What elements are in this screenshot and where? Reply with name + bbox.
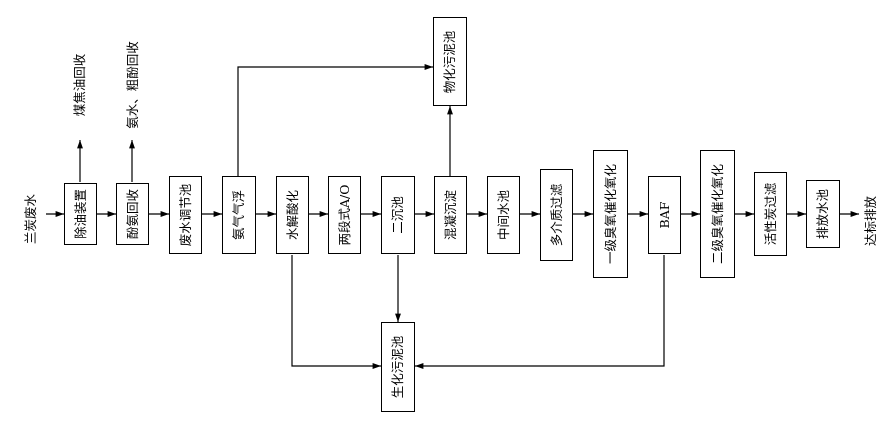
node-hydrolysis-acidification: 水解酸化 (276, 176, 309, 254)
node-two-stage-ao: 两段式A/O (328, 176, 361, 254)
node-label: 混凝沉淀 (442, 189, 458, 241)
node-label: 氨气气浮 (230, 189, 246, 241)
coal-tar-recovery-label: 煤焦油回收 (71, 53, 87, 117)
node-oil-removal: 除油装置 (64, 183, 97, 245)
node-label: 活性炭过滤 (762, 182, 778, 246)
input-label: 兰炭废水 (22, 193, 38, 245)
node-label: 多介质过滤 (548, 183, 564, 247)
arrow-hydrolysis-to-bio-sludge (291, 255, 381, 369)
node-multimedia-filter: 多介质过滤 (540, 169, 573, 261)
node-ammonia-air-flotation: 氨气气浮 (222, 176, 256, 254)
node-activated-carbon-filter: 活性炭过滤 (754, 172, 787, 256)
node-secondary-ozone-oxidation: 二级臭氧催化氧化 (700, 150, 735, 278)
node-biochemical-sludge-tank: 生化污泥池 (381, 322, 415, 412)
node-equalization-tank: 废水调节池 (169, 176, 202, 254)
node-physicochemical-sludge-tank: 物化污泥池 (433, 17, 467, 106)
node-phenol-ammonia-recovery: 酚氨回收 (116, 183, 149, 245)
node-primary-ozone-oxidation: 一级臭氧催化氧化 (593, 150, 628, 278)
node-label: 除油装置 (72, 188, 88, 240)
node-intermediate-tank: 中间水池 (487, 176, 520, 254)
node-label: 生化污泥池 (389, 335, 405, 399)
node-label: 水解酸化 (284, 189, 300, 241)
output-label: 达标排放 (862, 195, 878, 247)
node-secondary-clarifier: 二沉池 (381, 176, 415, 254)
node-label: 物化污泥池 (441, 30, 457, 93)
node-label: 二沉池 (389, 196, 405, 234)
node-label: 酚氨回收 (124, 188, 140, 240)
node-coagulation-sedimentation: 混凝沉淀 (434, 176, 467, 254)
arrow-flotation-to-physchem-sludge (237, 64, 433, 176)
ammonia-phenol-recovery-label: 氨水、粗酚回收 (124, 41, 140, 129)
arrow-baf-to-bio-sludge (415, 255, 665, 369)
node-label: 排放水池 (814, 188, 830, 240)
node-label: 废水调节池 (177, 183, 193, 247)
node-label: BAF (656, 201, 672, 229)
node-label: 两段式A/O (336, 184, 352, 246)
node-label: 中间水池 (495, 189, 511, 241)
node-discharge-tank: 排放水池 (806, 180, 840, 248)
node-baf: BAF (648, 176, 681, 254)
node-label: 一级臭氧催化氧化 (602, 163, 618, 265)
node-label: 二级臭氧催化氧化 (709, 163, 725, 265)
